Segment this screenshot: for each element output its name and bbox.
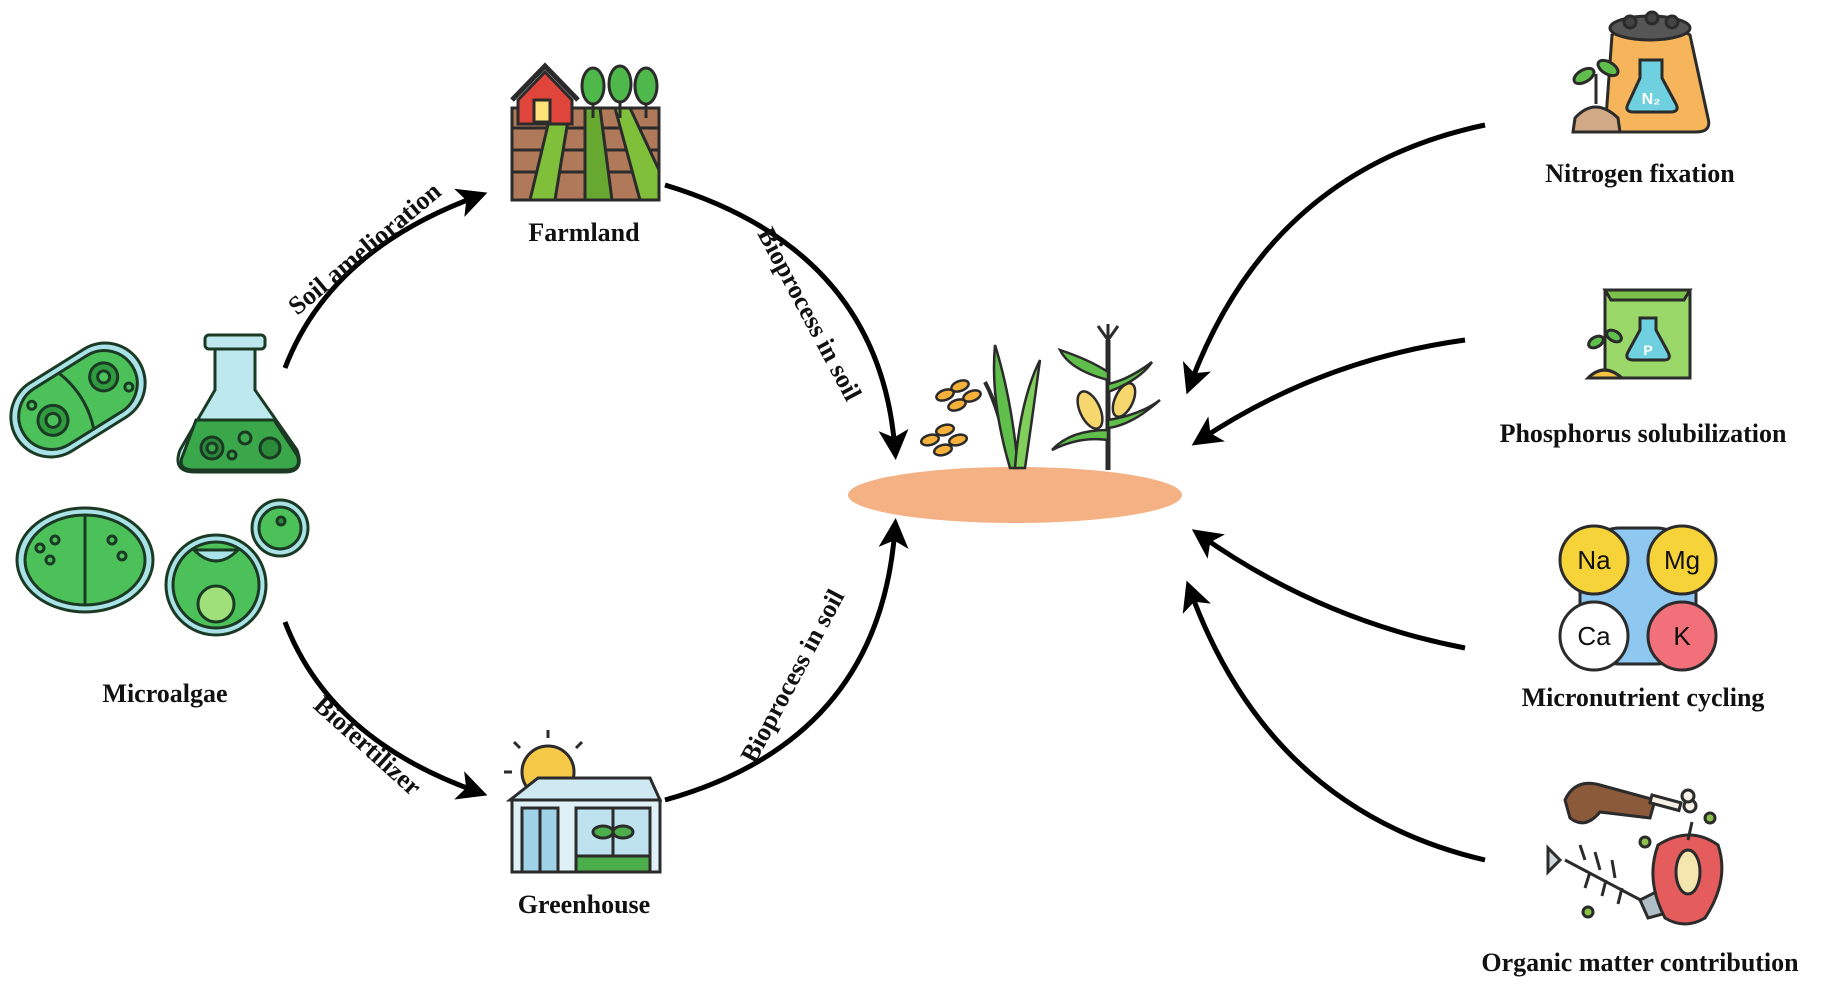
microalgae-label: Microalgae [102, 679, 227, 708]
flow-arrows [282, 182, 909, 803]
arrow-phosphorus [1191, 337, 1466, 446]
element-ca: Ca [1577, 621, 1611, 651]
phosphorus-symbol: P [1643, 342, 1652, 358]
phosphorus-fertilizer-icon: P [1584, 288, 1693, 380]
microalgae-cells-icon [9, 333, 310, 637]
organic-matter-label: Organic matter contribution [1481, 948, 1799, 977]
arrow-nitrogen [1182, 122, 1486, 395]
nitrogen-symbol: N₂ [1642, 91, 1661, 108]
organic-waste-icon [1546, 781, 1724, 926]
micronutrient-cycling-label: Micronutrient cycling [1522, 683, 1765, 712]
flask-icon [176, 333, 301, 474]
arrow-micronutrient [1191, 529, 1466, 651]
nitrogen-fixation-label: Nitrogen fixation [1545, 159, 1735, 188]
soil-amelioration-label: Soil amelioration [282, 176, 447, 321]
phosphorus-solubilization-label: Phosphorus solubilization [1500, 419, 1787, 448]
farmland-label: Farmland [528, 218, 640, 247]
benefit-arrows [1182, 122, 1486, 863]
greenhouse-label: Greenhouse [518, 890, 650, 919]
arrow-soil-amelioration [282, 188, 488, 369]
micronutrients-icon: Na Mg Ca K [1558, 524, 1718, 672]
farmland-icon [510, 62, 661, 202]
soil-patch [848, 467, 1182, 523]
arrow-biofertilizer [282, 621, 488, 800]
arrow-organic [1182, 580, 1486, 863]
biofertilizer-label: Biofertilizer [308, 690, 427, 801]
crops-icon [919, 324, 1161, 470]
element-mg: Mg [1664, 545, 1700, 575]
element-k: K [1673, 621, 1691, 651]
arrow-bioprocess-top [664, 182, 909, 460]
arrow-bioprocess-bottom [664, 518, 909, 803]
greenhouse-icon [504, 730, 663, 874]
element-na: Na [1577, 545, 1611, 575]
nitrogen-fertilizer-icon: N₂ [1571, 10, 1711, 134]
